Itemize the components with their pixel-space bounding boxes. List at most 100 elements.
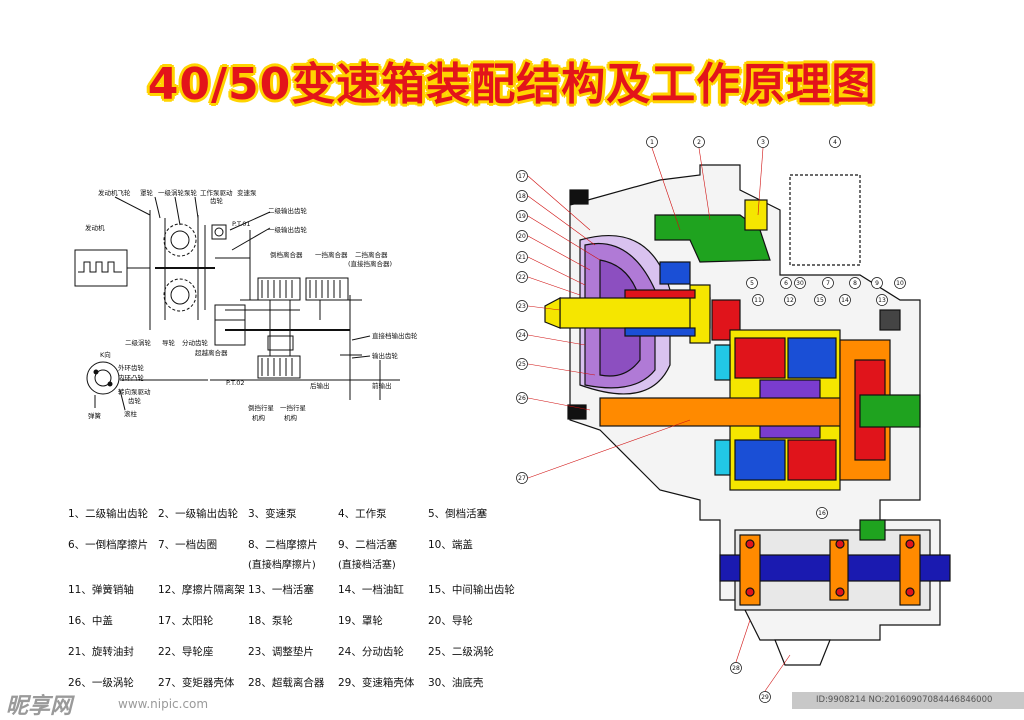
legend-item: 30、油底壳 [428, 677, 484, 689]
label-pump-drive-2: 齿轮 [210, 196, 224, 205]
legend-item: 4、工作泵 [338, 508, 387, 520]
legend-item: 29、变速箱壳体 [338, 677, 415, 689]
callout-15: 15 [816, 297, 824, 304]
label-turbine1: 一级涡轮 [158, 188, 185, 197]
image-id-strip: ID:9908214 NO:20160907084446846000 [792, 692, 1024, 709]
legend-item: 22、导轮座 [158, 646, 214, 658]
callout-23: 23 [518, 303, 526, 310]
label-steer-pump: 转向泵驱动 [118, 387, 151, 396]
callout-10: 10 [896, 280, 904, 287]
callout-21: 21 [518, 254, 526, 261]
callout-30: 30 [796, 280, 804, 287]
callout-19: 19 [518, 213, 526, 220]
label-out1: 一级输出齿轮 [268, 225, 308, 234]
callout-8: 8 [853, 280, 857, 287]
legend-item: 27、变矩器壳体 [158, 677, 235, 689]
label-pump: 泵轮 [184, 188, 198, 197]
legend-item: 5、倒档活塞 [428, 508, 488, 520]
label-c2: 二挡离合器 [355, 250, 388, 259]
legend-item: 14、一档油缸 [338, 584, 404, 596]
legend-item: 20、导轮 [428, 615, 473, 627]
label-transfer: 超越离合器 [195, 348, 228, 357]
callout-14: 14 [841, 297, 849, 304]
callout-25: 25 [518, 361, 526, 368]
callout-16: 16 [818, 510, 826, 517]
label-out2: 二级输出齿轮 [268, 206, 308, 215]
legend-item: 9、二档活塞 (直接档活塞) [338, 539, 428, 572]
callout-leaders [527, 147, 791, 692]
legend-item: 12、摩擦片隔离架 [158, 584, 245, 596]
legend-item: 24、分动齿轮 [338, 646, 404, 658]
legend-item: 10、端盖 [428, 539, 473, 551]
legend-item: 28、超载离合器 [248, 677, 325, 689]
callout-12: 12 [786, 297, 794, 304]
label-direct-out: 直接档输出齿轮 [372, 331, 418, 340]
legend-row: 11、弹簧销轴 12、摩擦片隔离架 13、一档活塞 14、一档油缸 15、中间输… [68, 584, 518, 615]
callout-24: 24 [518, 332, 526, 339]
callouts [516, 136, 906, 703]
label-pump-drive: 工作泵驱动 [200, 188, 233, 197]
legend-item: 25、二级涡轮 [428, 646, 494, 658]
label-cover: 罩轮 [140, 188, 154, 197]
diagram-title: 40/50变速箱装配结构及工作原理图 [147, 59, 877, 110]
legend-item: 17、太阳轮 [158, 615, 214, 627]
callout-18: 18 [518, 193, 526, 200]
legend-item: 6、一倒档摩擦片 [68, 539, 149, 551]
schematic [74, 196, 400, 411]
legend-item: 11、弹簧销轴 [68, 584, 134, 596]
watermark-url: www.nipic.com [118, 697, 209, 711]
label-p1-planet: 一挡行星 [280, 403, 307, 412]
label-split-gear: 分动齿轮 [182, 338, 209, 347]
watermark-logo: 昵享网 [6, 694, 73, 719]
callout-6: 6 [784, 280, 788, 287]
label-guide: 导轮 [162, 338, 176, 347]
legend-item: 13、一档活塞 [248, 584, 314, 596]
callout-11: 11 [754, 297, 762, 304]
legend-item: 1、二级输出齿轮 [68, 508, 149, 520]
legend-row: 16、中盖 17、太阳轮 18、泵轮 19、罩轮 20、导轮 [68, 615, 518, 646]
callout-13: 13 [878, 297, 886, 304]
parts-legend: 1、二级输出齿轮 2、一级输出齿轮 3、变速泵 4、工作泵 5、倒档活塞 6、一… [68, 508, 518, 708]
legend-item: 15、中间输出齿轮 [428, 584, 515, 596]
callout-3: 3 [761, 139, 765, 146]
label-front: 前输出 [372, 381, 392, 390]
callout-22: 22 [518, 274, 526, 281]
label-output-gear: 输出齿轮 [372, 351, 399, 360]
callout-1: 1 [650, 139, 654, 146]
label-outer-ring: 外环齿轮 [118, 363, 145, 372]
legend-item: 18、泵轮 [248, 615, 293, 627]
callout-29: 29 [761, 694, 769, 701]
label-spring: 弹簧 [88, 411, 102, 420]
callout-17: 17 [518, 173, 526, 180]
legend-row: 26、一级涡轮 27、变矩器壳体 28、超载离合器 29、变速箱壳体 30、油底… [68, 677, 518, 708]
label-rear: 后输出 [310, 381, 330, 390]
legend-row: 6、一倒档摩擦片 7、一档齿圈 8、二档摩擦片 (直接档摩擦片) 9、二档活塞 … [68, 539, 518, 584]
label-turbine2: 二级涡轮 [125, 338, 152, 347]
legend-item-label: 9、二档活塞 [338, 539, 398, 551]
legend-item: 23、调整垫片 [248, 646, 314, 658]
callout-26: 26 [518, 395, 526, 402]
label-p1-planet-2: 机构 [284, 413, 298, 422]
label-rev-planet-2: 机构 [252, 413, 266, 422]
legend-item: 2、一级输出齿轮 [158, 508, 239, 520]
label-inner-cam: 内环凸轮 [118, 373, 145, 382]
label-pto1: P.T.01 [232, 220, 251, 228]
callout-28: 28 [732, 665, 740, 672]
callout-numbers: 1 2 3 4 5 6 7 8 9 10 11 12 13 14 15 16 1… [518, 139, 904, 701]
callout-9: 9 [875, 280, 879, 287]
legend-item: 21、旋转油封 [68, 646, 134, 658]
callout-20: 20 [518, 233, 526, 240]
label-k: K向 [100, 350, 111, 359]
callout-5: 5 [750, 280, 754, 287]
legend-row: 1、二级输出齿轮 2、一级输出齿轮 3、变速泵 4、工作泵 5、倒档活塞 [68, 508, 518, 539]
legend-item-label: 8、二档摩擦片 [248, 539, 318, 551]
legend-row: 21、旋转油封 22、导轮座 23、调整垫片 24、分动齿轮 25、二级涡轮 [68, 646, 518, 677]
label-engine: 发动机 [85, 223, 105, 232]
legend-item: 8、二档摩擦片 (直接档摩擦片) [248, 539, 338, 572]
label-roller: 滚柱 [124, 409, 138, 418]
legend-item: 19、罩轮 [338, 615, 383, 627]
label-trans-pump: 变速泵 [237, 188, 257, 197]
legend-item: 26、一级涡轮 [68, 677, 134, 689]
legend-sub-label: (直接档摩擦片) [248, 560, 316, 571]
